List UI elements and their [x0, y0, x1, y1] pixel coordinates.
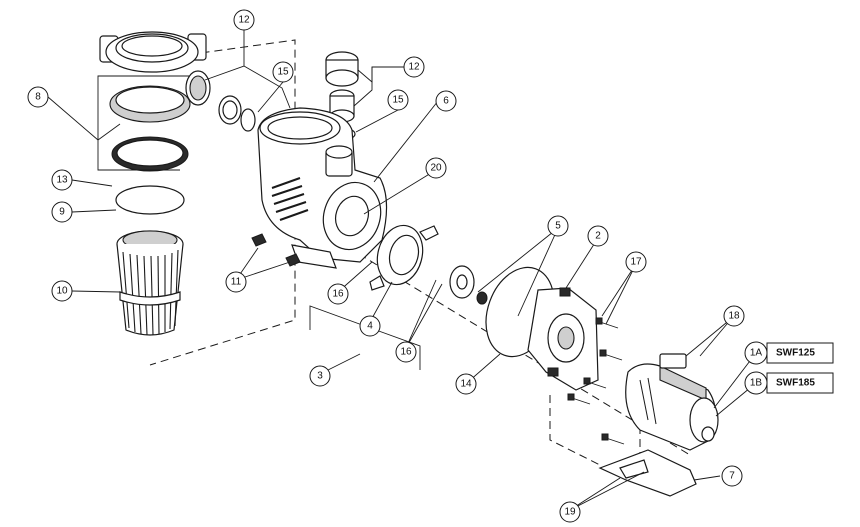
strainer-basket	[116, 230, 184, 336]
svg-text:11: 11	[231, 277, 242, 288]
svg-text:1A: 1A	[750, 348, 763, 359]
svg-text:9: 9	[59, 207, 65, 218]
seal-plate	[527, 287, 599, 391]
pump-housing	[251, 107, 388, 269]
callout-8: 8	[27, 86, 49, 108]
callout-12-top: 12	[403, 56, 425, 78]
callout-1b: 1B	[744, 371, 768, 395]
svg-text:20: 20	[430, 163, 442, 174]
svg-text:17: 17	[630, 257, 642, 268]
leader-lines	[47, 30, 757, 511]
callout-2: 2	[587, 225, 609, 247]
svg-text:5: 5	[555, 221, 561, 232]
callout-7: 7	[721, 465, 743, 487]
callout-16-right: 16	[395, 341, 417, 363]
svg-text:13: 13	[56, 175, 68, 186]
svg-text:16: 16	[400, 347, 412, 358]
svg-text:12: 12	[408, 62, 420, 73]
diffuser	[369, 224, 439, 291]
svg-text:4: 4	[367, 321, 373, 332]
callout-12-left: 12	[233, 9, 255, 31]
motor	[625, 353, 719, 451]
svg-text:3: 3	[317, 371, 323, 382]
svg-text:2: 2	[595, 231, 601, 242]
callout-11: 11	[225, 271, 247, 293]
drain-plug-1	[251, 233, 267, 247]
callout-16-left: 16	[327, 283, 349, 305]
model-box-swf185: SWF185	[766, 372, 834, 394]
callout-3: 3	[309, 365, 331, 387]
callout-18: 18	[723, 305, 745, 327]
callout-6: 6	[435, 90, 457, 112]
model-box-swf125: SWF125	[766, 342, 834, 364]
union-fitting-left	[185, 70, 256, 132]
svg-text:SWF125: SWF125	[776, 348, 815, 359]
svg-text:10: 10	[56, 286, 68, 297]
callout-14: 14	[455, 373, 477, 395]
drain-plug-2	[285, 253, 301, 267]
callout-10: 10	[51, 280, 73, 302]
callout-17: 17	[625, 251, 647, 273]
svg-text:19: 19	[564, 507, 576, 518]
housing-port	[334, 195, 370, 237]
callout-19: 19	[559, 501, 581, 523]
svg-text:14: 14	[460, 379, 472, 390]
svg-text:7: 7	[729, 471, 735, 482]
callout-13: 13	[51, 169, 73, 191]
svg-text:1B: 1B	[750, 378, 763, 389]
svg-text:12: 12	[238, 15, 250, 26]
strainer-lid-assembly	[99, 31, 207, 215]
svg-text:16: 16	[332, 289, 344, 300]
svg-text:18: 18	[728, 311, 740, 322]
motor-base	[598, 449, 697, 497]
callout-9: 9	[51, 201, 73, 223]
svg-text:6: 6	[443, 96, 449, 107]
svg-text:SWF185: SWF185	[776, 378, 815, 389]
bolts-17	[567, 317, 625, 445]
svg-text:15: 15	[277, 67, 289, 78]
callout-15-top: 15	[387, 89, 409, 111]
o-ring-left	[240, 108, 256, 132]
motor-terminal-box	[659, 353, 687, 369]
callout-15-left: 15	[272, 61, 294, 83]
svg-text:15: 15	[392, 95, 404, 106]
svg-text:8: 8	[35, 92, 41, 103]
callout-20: 20	[425, 157, 447, 179]
callout-4: 4	[359, 315, 381, 337]
callout-5: 5	[547, 215, 569, 237]
callout-1a: 1A	[744, 341, 768, 365]
thin-o-ring	[115, 185, 185, 215]
